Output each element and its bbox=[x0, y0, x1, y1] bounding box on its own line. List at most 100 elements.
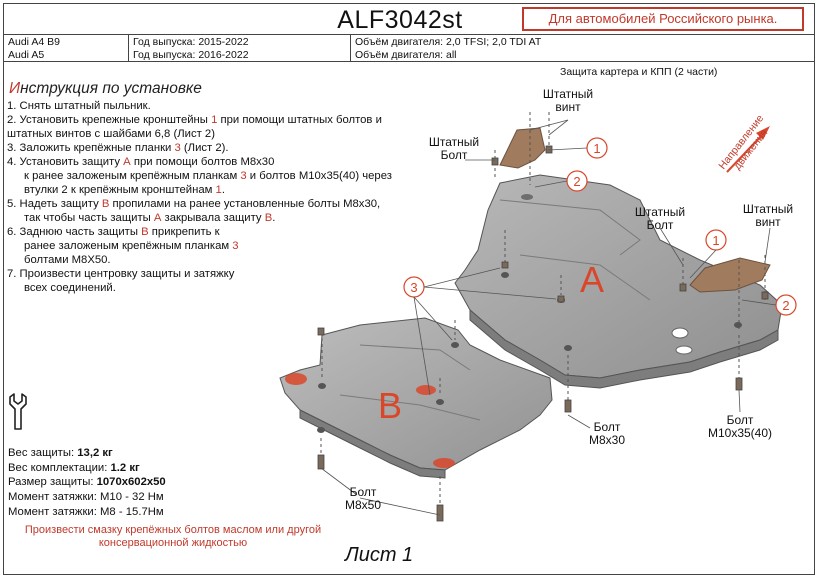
label-shtat-vint-front: Штатный винт bbox=[538, 88, 598, 114]
label-shtat-bolt-front-2: Болт bbox=[440, 148, 468, 162]
spec-torque-m10: Момент затяжки: М10 - 32 Нм bbox=[8, 490, 166, 505]
header-divider-right bbox=[350, 34, 351, 61]
label-shtat-bolt-front-1: Штатный bbox=[428, 135, 480, 149]
step-1: 1. Снять штатный пыльник. bbox=[7, 99, 417, 113]
step-5-ref-2: А bbox=[153, 212, 162, 224]
sheet-number: Лист 1 bbox=[345, 544, 414, 566]
step-5-text-b: пропилами на ранее установленные болты М… bbox=[109, 198, 381, 210]
label-bolt-m8x50: Болт М8х50 bbox=[338, 486, 388, 512]
label-bolt-m10: Болт М10х35(40) bbox=[700, 414, 780, 440]
step-5-ref: В bbox=[101, 198, 110, 210]
step-2-ref: 1 bbox=[211, 114, 218, 126]
spec-torque2-value: М8 - 15.7Нм bbox=[100, 505, 164, 518]
direction-arrowhead bbox=[756, 126, 770, 140]
step-2: 2. Установить крепежные кронштейны 1 при… bbox=[7, 113, 417, 127]
instruction-steps: 1. Снять штатный пыльник. 2. Установить … bbox=[7, 99, 417, 295]
instructions-heading: Инструкция по установке bbox=[9, 80, 202, 98]
step-7-text: 7. Произвести центровку защиты и затяжку bbox=[7, 268, 235, 280]
step-6-cont-2: болтами М8Х50. bbox=[7, 253, 417, 267]
label-shtat-bolt-front: Штатный Болт bbox=[424, 136, 484, 162]
spec-weight: Вес защиты: 13,2 кг bbox=[8, 446, 166, 461]
spec-torque1-label: Момент затяжки: bbox=[8, 491, 101, 504]
spec-size-value: 1070х602х50 bbox=[96, 476, 166, 489]
leader-lines bbox=[320, 119, 777, 516]
part-b-label: B bbox=[378, 385, 402, 426]
bracket-rear bbox=[689, 257, 771, 293]
label-shtat-vint-rear-1: Штатный bbox=[742, 202, 794, 216]
step-7: 7. Произвести центровку защиты и затяжку bbox=[7, 267, 417, 281]
label-bolt-m8x30-2: М8х30 bbox=[588, 433, 626, 447]
step-1-text: 1. Снять штатный пыльник. bbox=[7, 100, 151, 112]
step-7-text-b: всех соединений. bbox=[24, 282, 116, 294]
step-5-ref-3: В bbox=[264, 212, 273, 224]
step-4-text-d: и болтов М10х35(40) через bbox=[246, 170, 392, 182]
heading-rest: нструкция по установке bbox=[20, 80, 202, 97]
callout-3: 3 bbox=[410, 280, 417, 295]
step-6-text: 6. Заднюю часть защиты bbox=[7, 226, 142, 238]
direction-arrow-icon bbox=[726, 133, 764, 173]
step-5-text: 5. Надеть защиту bbox=[7, 198, 102, 210]
spec-torque1-value: М10 - 32 Нм bbox=[100, 491, 164, 504]
product-subtitle: Защита картера и КПП (2 части) bbox=[560, 66, 718, 78]
wrench-icon bbox=[9, 393, 27, 430]
spec-kit-value: 1.2 кг bbox=[110, 461, 140, 474]
step-6-text-b: прикрепить к bbox=[148, 226, 220, 238]
label-shtat-vint-rear-2: винт bbox=[755, 215, 781, 229]
step-4-ref-2: 3 bbox=[240, 170, 247, 182]
step-2-text-b: при помощи штатных болтов и bbox=[217, 114, 382, 126]
callout-2a: 2 bbox=[573, 174, 580, 189]
header-divider-top bbox=[3, 34, 815, 35]
step-2-cont: штатных винтов с шайбами 6,8 (Лист 2) bbox=[7, 127, 417, 141]
step-4-cont: к ранее заложеным крепёжным планкам 3 и … bbox=[7, 169, 417, 183]
label-bolt-m8x30: Болт М8х30 bbox=[582, 421, 632, 447]
step-3-text: 3. Заложить крепёжные планки bbox=[7, 142, 175, 154]
step-6-text-c: ранее заложеным крепёжным планкам bbox=[24, 240, 233, 252]
step-5-text-e: . bbox=[272, 212, 276, 224]
label-bolt-m8x30-1: Болт bbox=[593, 420, 621, 434]
header-divider-left bbox=[128, 34, 129, 61]
step-6-cont: ранее заложеным крепёжным планкам 3 bbox=[7, 239, 417, 253]
step-5: 5. Надеть защиту В пропилами на ранее ус… bbox=[7, 197, 417, 211]
step-4-cont-2: втулки 2 к крепёжным кронштейнам 1. bbox=[7, 183, 417, 197]
label-shtat-vint-front-2: винт bbox=[555, 100, 581, 114]
spec-torque-m8: Момент затяжки: М8 - 15.7Нм bbox=[8, 505, 166, 520]
step-3-text-b: (Лист 2). bbox=[180, 142, 229, 154]
spec-kit-weight: Вес комплектации: 1.2 кг bbox=[8, 461, 166, 476]
label-bolt-m10-2: М10х35(40) bbox=[707, 426, 773, 440]
step-4-ref-3: 1 bbox=[215, 184, 222, 196]
note-line-1: Произвести смазку крепёжных болтов масло… bbox=[24, 524, 322, 536]
step-4-text-c: к ранее заложеным крепёжным планкам bbox=[24, 170, 241, 182]
car-year-2: Год выпуска: 2016-2022 bbox=[133, 49, 249, 61]
car-engine-2: Объём двигателя: all bbox=[355, 49, 457, 61]
specs-block: Вес защиты: 13,2 кг Вес комплектации: 1.… bbox=[8, 446, 166, 520]
step-3-ref: 3 bbox=[174, 142, 181, 154]
label-shtat-vint-rear: Штатный винт bbox=[738, 203, 798, 229]
step-2-text: 2. Установить крепежные кронштейны bbox=[7, 114, 212, 126]
step-5-text-c: так чтобы часть защиты bbox=[24, 212, 154, 224]
step-4-text-b: при помощи болтов М8х30 bbox=[130, 156, 275, 168]
step-5-text-d: закрывала защиту bbox=[161, 212, 265, 224]
market-note: Для автомобилей Российского рынка. bbox=[522, 7, 804, 31]
header-divider bbox=[3, 61, 815, 62]
step-6-text-d: болтами М8Х50. bbox=[24, 254, 111, 266]
callout-2b: 2 bbox=[782, 298, 789, 313]
label-bolt-m10-1: Болт bbox=[726, 413, 754, 427]
step-4: 4. Установить защиту А при помощи болтов… bbox=[7, 155, 417, 169]
step-2-text-c: штатных винтов с шайбами 6,8 (Лист 2) bbox=[7, 128, 215, 140]
spec-torque2-label: Момент затяжки: bbox=[8, 505, 101, 518]
label-shtat-bolt-rear-1: Штатный bbox=[634, 205, 686, 219]
label-bolt-m8x50-1: Болт bbox=[349, 485, 377, 499]
callout-1b: 1 bbox=[712, 233, 719, 248]
step-6-ref-2: 3 bbox=[232, 240, 239, 252]
spec-weight-label: Вес защиты: bbox=[8, 447, 78, 459]
car-engine-1: Объём двигателя: 2,0 TFSI; 2,0 TDI AT bbox=[355, 36, 542, 48]
step-4-text-e: втулки 2 к крепёжным кронштейнам bbox=[24, 184, 216, 196]
sheet-frame bbox=[3, 3, 815, 575]
spec-size: Размер защиты: 1070х602х50 bbox=[8, 475, 166, 490]
label-shtat-bolt-rear: Штатный Болт bbox=[630, 206, 690, 232]
step-5-cont: так чтобы часть защиты А закрывала защит… bbox=[7, 211, 417, 225]
lubrication-note: Произвести смазку крепёжных болтов масло… bbox=[8, 524, 338, 550]
step-4-text: 4. Установить защиту bbox=[7, 156, 124, 168]
bolts bbox=[317, 145, 769, 522]
